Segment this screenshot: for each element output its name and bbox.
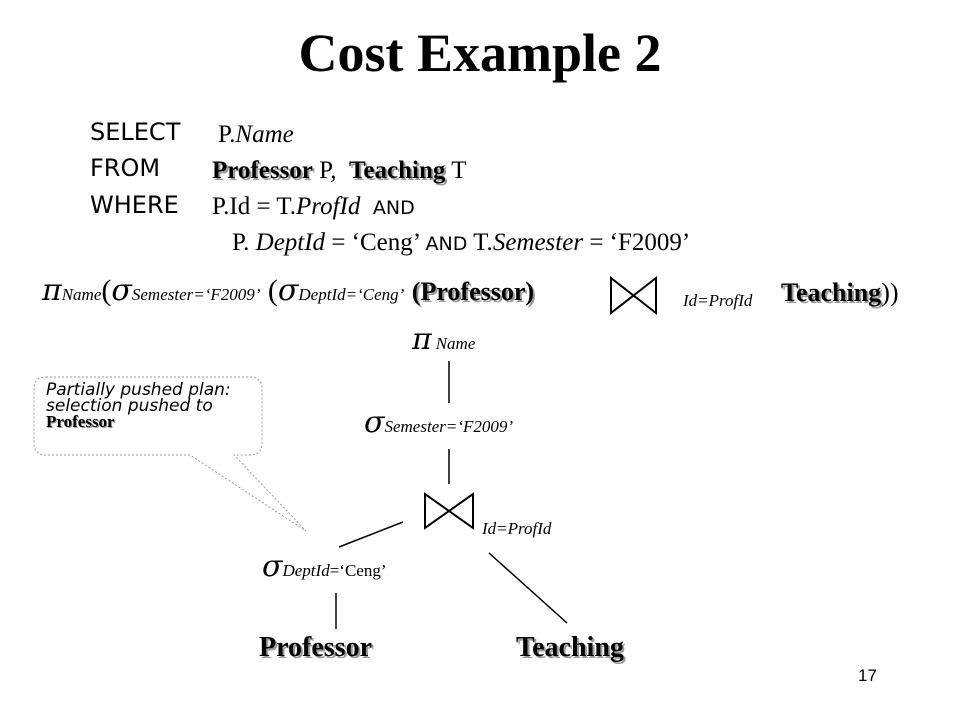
sql-from-table-teaching: Teaching xyxy=(349,157,446,184)
expr-join-subscript: Id=ProfId xyxy=(683,291,753,310)
callout-text-highlight: Professor xyxy=(46,412,115,431)
slide-title: Cost Example 2 xyxy=(298,23,662,83)
sql-and-keyword-2: AND xyxy=(425,233,468,255)
sql-where-keyword: WHERE xyxy=(90,191,179,219)
expr-close-parens: )) xyxy=(881,278,899,307)
sql-cond3-attr: Semester xyxy=(492,229,584,256)
edge-join-to-teaching xyxy=(488,552,568,624)
tree-root-subscript: Name xyxy=(435,334,476,353)
page-number: 17 xyxy=(858,666,877,685)
tree-left-sigma-subscript-value: =‘Ceng’ xyxy=(329,561,387,580)
sql-cond3-value: = ‘F2009’ xyxy=(583,229,691,256)
tree-left-sigma-subscript-attr: DeptId xyxy=(282,561,330,580)
sql-where-condition-1: P.Id = T.ProfId AND xyxy=(212,193,415,221)
sql-from-clause: Professor P, Teaching T xyxy=(212,157,466,185)
sql-and-keyword-1: AND xyxy=(372,197,415,219)
sql-cond2-prefix: P. xyxy=(232,229,250,256)
expr-open-paren-2: ( xyxy=(267,274,278,307)
expr-open-paren-1: ( xyxy=(101,274,112,307)
tree-leaf-teaching: Teaching xyxy=(516,632,624,663)
sql-cond2-attr: DeptId xyxy=(255,229,326,256)
sql-select-clause: P.Name xyxy=(218,121,294,149)
expr-sigma-semester-subscript: Semester=‘F2009’ xyxy=(131,285,261,304)
sql-select-keyword: SELECT xyxy=(90,118,181,146)
expr-join-symbol xyxy=(610,275,657,316)
tree-root-projection: π Name xyxy=(412,322,475,357)
algebra-expression: πName(σSemester=‘F2009’ (σDeptId=‘Ceng’ … xyxy=(42,273,534,308)
sql-from-alias-t: T xyxy=(451,157,467,184)
tree-selection-sigma-symbol: σ xyxy=(364,405,385,440)
expr-pi-symbol: π xyxy=(42,273,62,308)
expr-sigma-semester-symbol: σ xyxy=(111,273,132,308)
expr-sigma-dept-symbol: σ xyxy=(277,273,299,308)
tree-join-symbol xyxy=(424,492,474,530)
tree-root-pi-symbol: π xyxy=(412,322,432,357)
tree-selection-subscript: Semester=‘F2009’ xyxy=(384,417,514,436)
expr-relation-professor: (Professor) xyxy=(411,277,535,306)
callout-bubble xyxy=(33,376,307,532)
tree-join-subscript: Id=ProfId xyxy=(482,519,552,538)
expr-relation-teaching: Teaching xyxy=(781,278,882,307)
edge-join-to-dept-selection xyxy=(338,521,404,548)
expr-sigma-dept-subscript: DeptId=‘Ceng’ xyxy=(298,285,405,304)
tree-leaf-professor: Professor xyxy=(259,632,372,663)
sql-from-table-professor: Professor xyxy=(212,157,313,184)
sql-from-alias-p: P, xyxy=(319,157,337,184)
expr-pi-subscript: Name xyxy=(61,285,102,304)
sql-select-prefix: P. xyxy=(218,121,236,148)
tree-selection-dept: σDeptId=‘Ceng’ xyxy=(262,549,387,584)
sql-cond3-prefix: T. xyxy=(473,229,493,256)
callout-text-body: Partially pushed plan: selection pushed … xyxy=(46,380,231,416)
sql-select-attr: Name xyxy=(235,121,294,148)
tree-selection-semester: σSemester=‘F2009’ xyxy=(364,405,513,440)
tree-left-sigma-symbol: σ xyxy=(262,549,283,584)
expr-tail: Teaching)) xyxy=(781,278,899,308)
sql-cond2-value: = ‘Ceng’ xyxy=(325,229,420,256)
sql-where-condition-2: P. DeptId = ‘Ceng’ AND T.Semester = ‘F20… xyxy=(232,229,690,257)
sql-cond1-prefix: P.Id = T. xyxy=(212,193,297,220)
sql-cond1-attr: ProfId xyxy=(296,193,361,220)
sql-from-keyword: FROM xyxy=(90,154,161,182)
callout-text: Partially pushed plan: selection pushed … xyxy=(46,380,256,431)
